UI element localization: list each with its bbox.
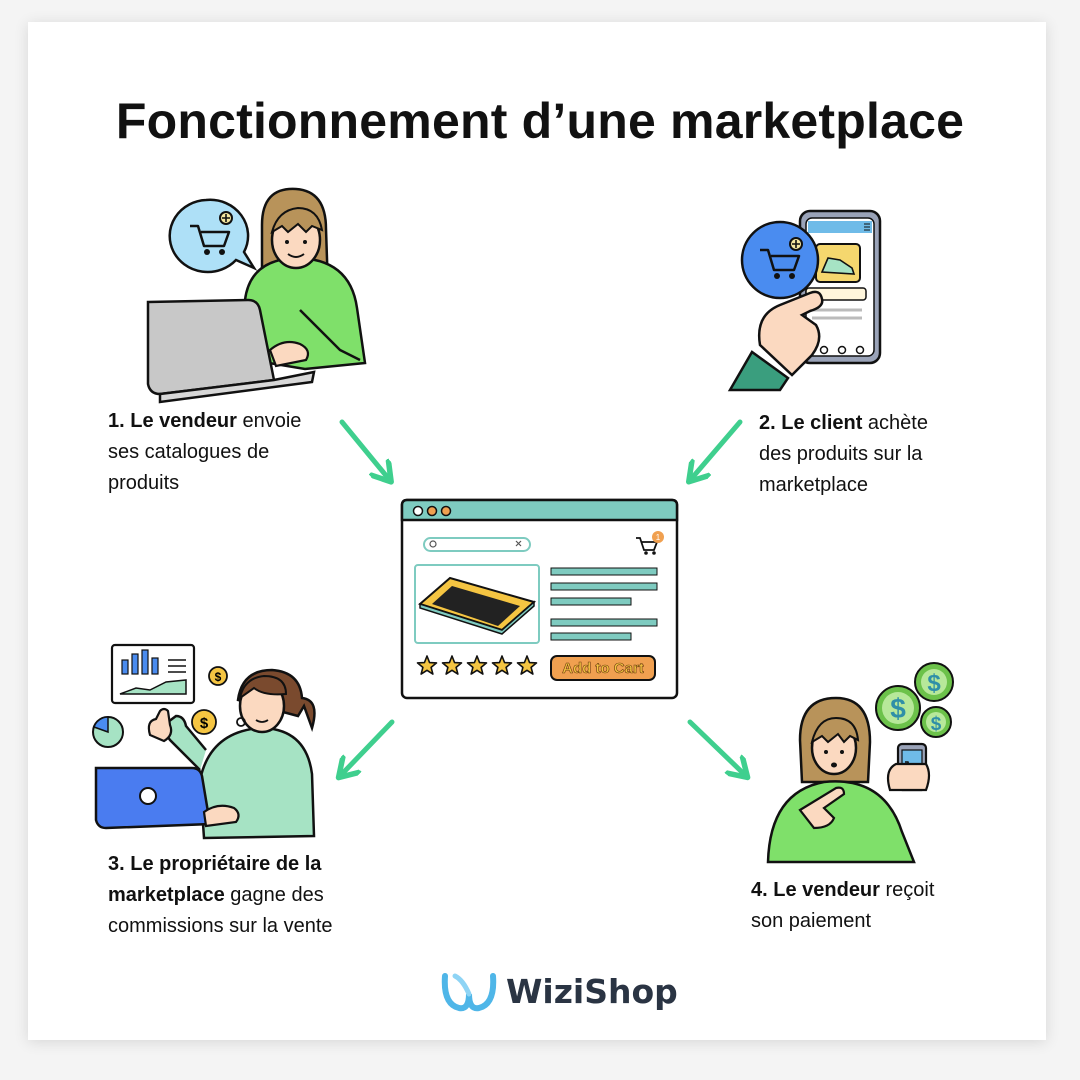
arrow-marketplace-to-owner — [342, 719, 395, 774]
client-phone-illustration — [727, 209, 882, 392]
star-icon — [491, 655, 513, 675]
flow-arrows — [339, 419, 744, 774]
product-phone-image — [417, 576, 537, 635]
owner-analytics-illustration: $ $ — [92, 643, 316, 840]
rating-stars — [416, 655, 538, 675]
page-title: Fonctionnement d’une marketplace — [115, 93, 965, 149]
pie-chart-icon — [92, 716, 124, 748]
step-1-text: 1. Le vendeur envoie ses catalogues de p… — [108, 410, 302, 494]
add-to-cart-button[interactable]: Add to Cart — [550, 655, 656, 681]
svg-text:$: $ — [890, 693, 906, 724]
step-2-text: 2. Le client achète des produits sur la … — [759, 412, 928, 496]
add-to-cart-label: Add to Cart — [562, 659, 644, 677]
svg-text:$: $ — [931, 714, 942, 735]
cart-bubble-icon — [168, 198, 258, 274]
seller-laptop-illustration — [146, 187, 367, 404]
cart-badge-icon — [740, 220, 820, 300]
search-bar — [423, 537, 531, 552]
wizishop-logo-icon — [441, 973, 497, 1012]
star-icon — [416, 655, 438, 675]
dollar-coin-icon: $ — [191, 709, 217, 735]
arrow-seller-to-marketplace — [339, 419, 388, 478]
wizishop-logo: WiziShop — [440, 968, 678, 1014]
star-icon — [441, 655, 463, 675]
svg-text:$: $ — [200, 715, 209, 732]
product-description-lines — [550, 567, 658, 641]
seller-payment-illustration: $ $ $ — [766, 662, 954, 864]
step-4-text: 4. Le vendeur reçoit son paiement — [751, 879, 935, 932]
step-3-text: 3. Le propriétaire de la marketplace gag… — [108, 853, 333, 937]
dollar-coin-icon: $ — [920, 706, 952, 738]
star-icon — [516, 655, 538, 675]
cart-badge-count: 1 — [656, 533, 661, 542]
cart-icon: 1 — [636, 531, 664, 555]
dollar-coin-icon: $ — [875, 685, 921, 731]
svg-text:$: $ — [927, 670, 941, 697]
arrow-client-to-marketplace — [692, 419, 743, 478]
marketplace-window: 1 — [400, 498, 679, 700]
dollar-coin-icon: $ — [208, 666, 228, 686]
arrow-marketplace-to-seller — [687, 719, 744, 774]
svg-text:$: $ — [215, 670, 222, 684]
star-icon — [466, 655, 488, 675]
wizishop-logo-text: WiziShop — [506, 971, 678, 1011]
dollar-coin-icon: $ — [914, 662, 954, 702]
